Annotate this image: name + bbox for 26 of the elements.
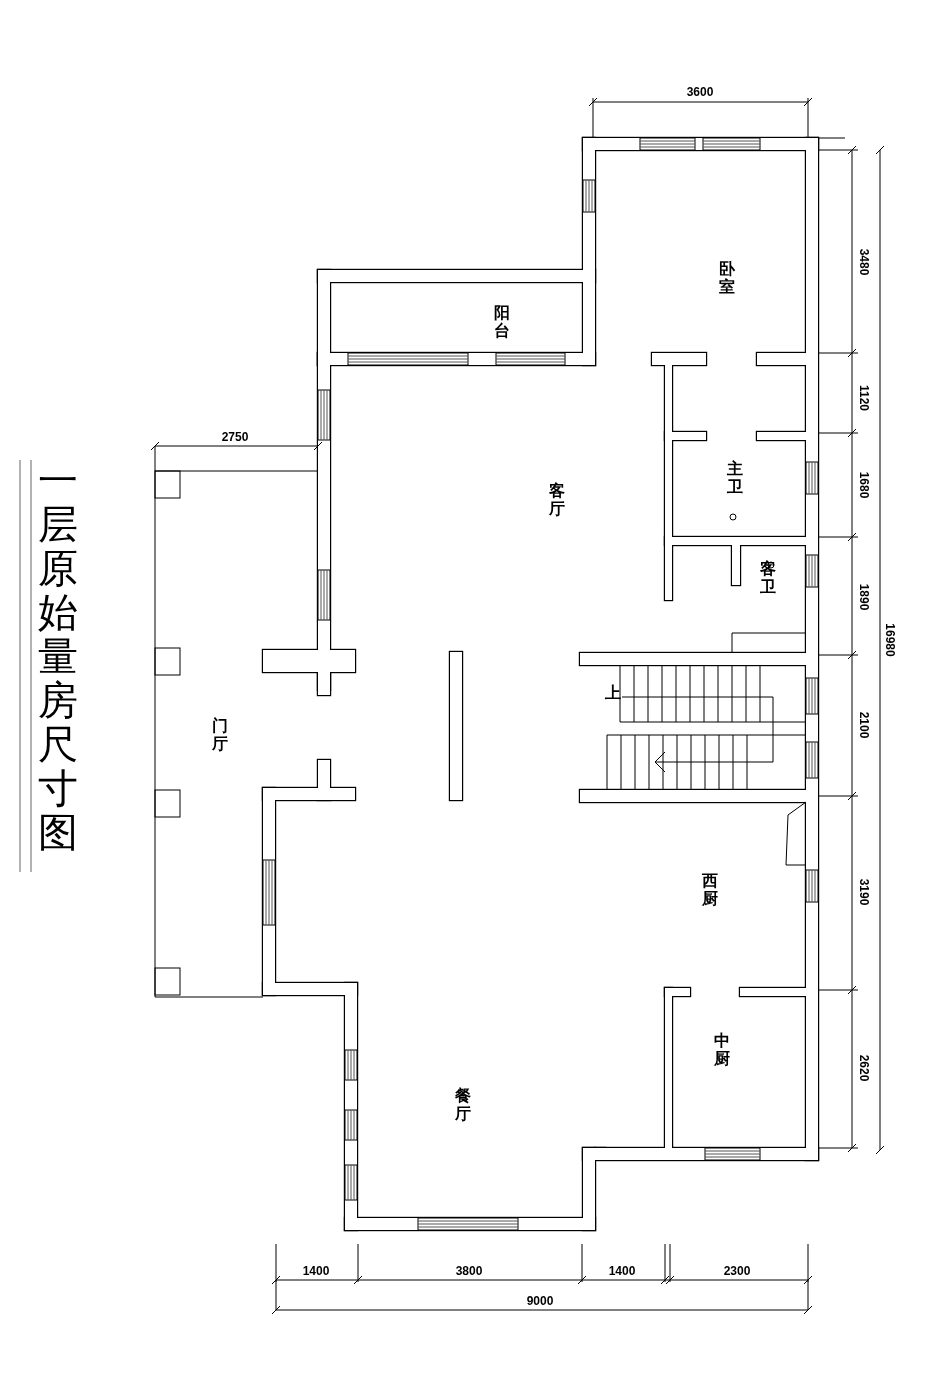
room-label: 中厨 xyxy=(714,1032,730,1068)
dimension-label: 1400 xyxy=(302,1264,330,1278)
dimension-label: 3190 xyxy=(857,878,871,906)
room-label: 西厨 xyxy=(702,872,718,908)
stair-direction-label: 上 xyxy=(605,684,621,702)
room-label: 门厅 xyxy=(212,717,228,753)
dimension-label: 2300 xyxy=(723,1264,751,1278)
room-label: 客厅 xyxy=(549,482,565,518)
room-label: 阳台 xyxy=(494,304,510,340)
plan-title: 一层原始量房尺寸图 xyxy=(38,458,78,854)
dimension-label: 2620 xyxy=(857,1054,871,1082)
room-label: 卧室 xyxy=(719,260,735,296)
dimension-label: 9000 xyxy=(526,1294,554,1308)
dimension-label: 1890 xyxy=(857,583,871,611)
room-label: 餐厅 xyxy=(455,1087,471,1123)
room-label: 客卫 xyxy=(760,560,776,596)
dimension-label: 1400 xyxy=(608,1264,636,1278)
dimension-label: 1120 xyxy=(857,385,871,411)
dimension-label: 2100 xyxy=(857,711,871,739)
dimension-label: 1680 xyxy=(857,471,871,499)
dimension-label: 16980 xyxy=(883,623,897,657)
dimension-label: 3480 xyxy=(857,248,871,276)
room-label: 主卫 xyxy=(727,460,743,496)
dimension-label: 3600 xyxy=(686,85,714,99)
dimension-label: 2750 xyxy=(221,430,249,444)
dimension-label: 3800 xyxy=(455,1264,483,1278)
